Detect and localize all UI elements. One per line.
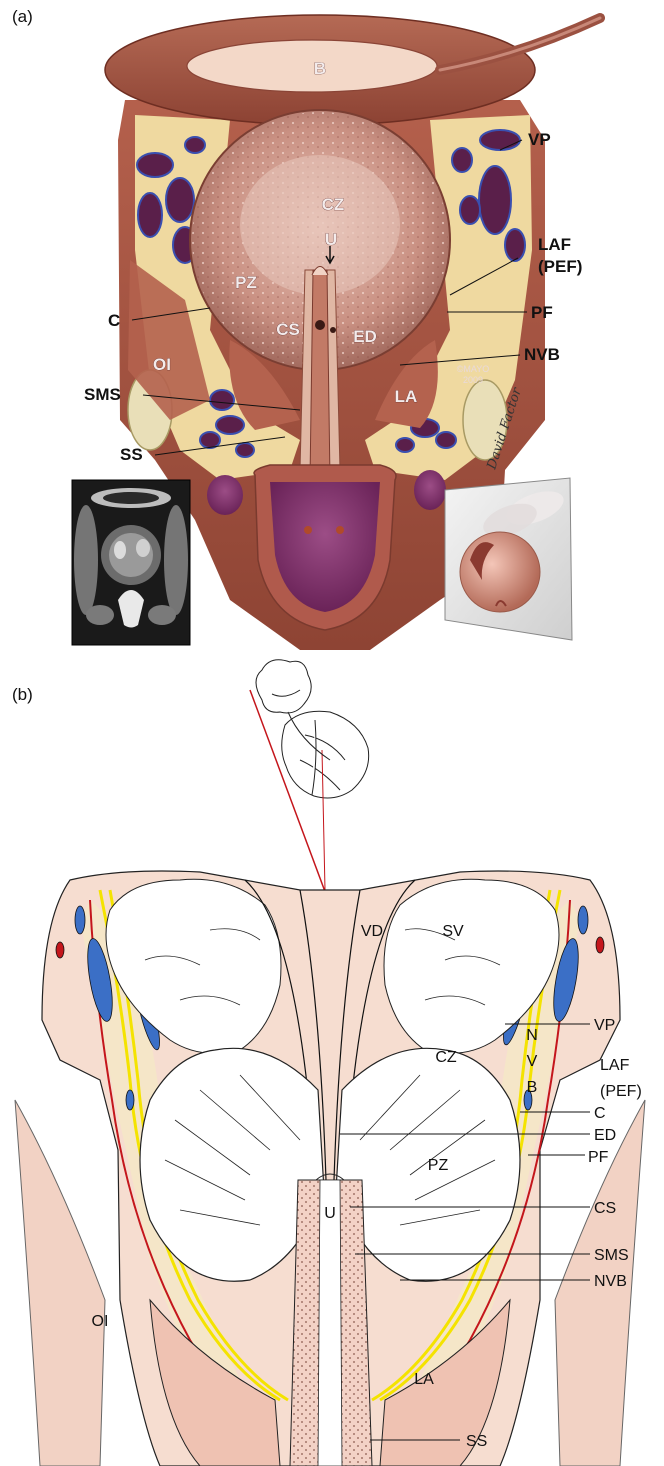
label-b-SMS: SMS (594, 1247, 629, 1264)
label-b-U: U (324, 1205, 336, 1222)
ischiorectal-left (207, 475, 243, 515)
label-a-SS: SS (120, 445, 143, 464)
obturator-internus-left-b (15, 1100, 105, 1466)
ejaculatory-duct (330, 327, 336, 333)
label-b-OI: OI (92, 1313, 109, 1330)
label-b-CS: CS (594, 1200, 616, 1217)
label-a-OI: OI (153, 355, 171, 374)
ischiorectal-right (414, 470, 446, 510)
label-b-B: B (527, 1079, 538, 1096)
label-b-CZ: CZ (435, 1049, 457, 1066)
bladder-lumen (187, 40, 437, 92)
panel-a-tag: (a) (12, 7, 33, 26)
label-a-LAF: LAF (538, 235, 571, 254)
label-b-LAF: LAF (600, 1057, 630, 1074)
rectum-dot-right (336, 526, 344, 534)
label-a-C: C (108, 311, 120, 330)
label-b-PEF: (PEF) (600, 1083, 642, 1100)
copyright-year: 2009 (463, 375, 483, 385)
label-b-N: N (526, 1027, 538, 1044)
label-b-C: C (594, 1105, 606, 1122)
mri-inset (72, 480, 190, 645)
label-a-LA: LA (395, 387, 418, 406)
label-b-ED: ED (594, 1127, 616, 1144)
label-b-PZ: PZ (428, 1157, 449, 1174)
orientation-inset (445, 478, 572, 640)
label-a-U: U (325, 230, 337, 249)
label-b-LA: LA (414, 1371, 434, 1388)
label-a-PF: PF (531, 303, 553, 322)
label-a-ED: ED (353, 327, 377, 346)
rectum-dot-left (304, 526, 312, 534)
label-b-SS: SS (466, 1433, 487, 1450)
label-a-B: B (314, 59, 326, 78)
label-a-PZ: PZ (235, 273, 257, 292)
label-b-PF: PF (588, 1149, 609, 1166)
label-a-VP: VP (528, 130, 551, 149)
urethra-lumen-b (318, 1180, 342, 1466)
label-b-SV: SV (442, 923, 464, 940)
copyright-mayo: ©MAYO (457, 364, 489, 374)
bladder: B (105, 15, 600, 125)
urethra-channel (310, 270, 330, 480)
orientation-sketch (250, 660, 369, 905)
panel-b-tag: (b) (12, 685, 33, 704)
panel-a: (a) B (12, 7, 600, 650)
label-a-CS: CS (276, 320, 300, 339)
label-b-VD: VD (361, 923, 383, 940)
colliculus-seminalis (315, 320, 325, 330)
label-b-V: V (527, 1053, 538, 1070)
label-a-PEF: (PEF) (538, 257, 582, 276)
label-a-NVB: NVB (524, 345, 560, 364)
label-a-CZ: CZ (322, 195, 345, 214)
label-b-VP: VP (594, 1017, 615, 1034)
label-a-SMS: SMS (84, 385, 121, 404)
label-b-NVB: NVB (594, 1273, 627, 1290)
panel-b: (b) (12, 660, 645, 1466)
